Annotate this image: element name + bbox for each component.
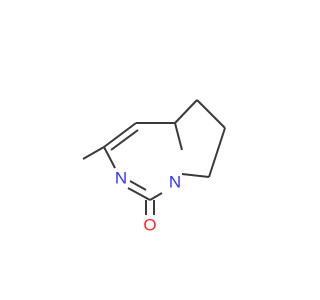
atom-n-bridge: N (169, 173, 181, 192)
bond-methyl (82, 146, 105, 160)
bond-n-ring-c1 (127, 187, 151, 201)
bond-c3-c4 (103, 122, 137, 148)
atom-o-carbonyl: O (143, 216, 156, 235)
bond-lines (82, 99, 226, 215)
molecule-structure: N N O (82, 99, 226, 235)
bond-c1-n-bridge (149, 192, 163, 201)
bond-c3-c4-inner (110, 129, 139, 151)
bond-c3-n-ring (103, 146, 116, 169)
bond-c4a-n-bridge (174, 122, 183, 151)
bond-c4a-c5 (174, 99, 198, 124)
bond-n-ring-c1-inner (129, 180, 147, 191)
bond-c7-n-bridge (181, 173, 210, 178)
atom-n-ring: N (115, 169, 127, 188)
bond-c6-c7 (208, 127, 226, 178)
bond-c5-c6 (196, 99, 226, 129)
